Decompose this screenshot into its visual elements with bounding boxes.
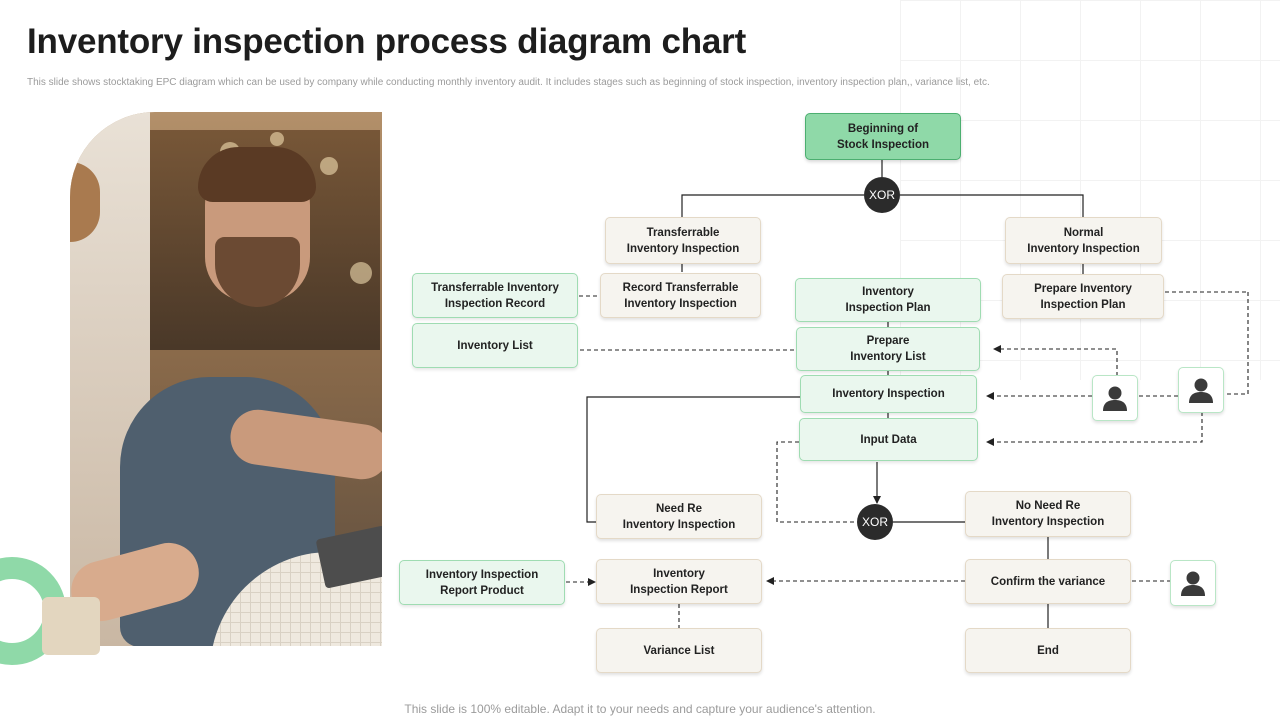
inventory-inspection-report-node: Inventory Inspection Report — [596, 559, 762, 604]
variance-list-node: Variance List — [596, 628, 762, 673]
beginning-of-stock-inspection-node: Beginning of Stock Inspection — [805, 113, 961, 160]
need-re-inventory-inspection-node: Need Re Inventory Inspection — [596, 494, 762, 539]
input-data-node: Input Data — [799, 418, 978, 461]
xor-gateway-top: XOR — [864, 177, 900, 213]
inventory-inspection-report-product-node: Inventory Inspection Report Product — [399, 560, 565, 605]
transferrable-inventory-inspection-node: Transferrable Inventory Inspection — [605, 217, 761, 264]
xor-gateway-bottom: XOR — [857, 504, 893, 540]
user-icon — [1189, 378, 1213, 403]
actor-user-3 — [1170, 560, 1216, 606]
no-need-re-inventory-inspection-node: No Need Re Inventory Inspection — [965, 491, 1131, 537]
inventory-inspection-node: Inventory Inspection — [800, 375, 977, 413]
inventory-inspection-plan-node: Inventory Inspection Plan — [795, 278, 981, 322]
actor-user-2 — [1178, 367, 1224, 413]
prepare-inventory-list-node: Prepare Inventory List — [796, 327, 980, 371]
background-grid — [900, 0, 1280, 380]
slide-footer: This slide is 100% editable. Adapt it to… — [404, 702, 876, 716]
transferrable-inventory-inspection-record-node: Transferrable Inventory Inspection Recor… — [412, 273, 578, 318]
confirm-the-variance-node: Confirm the variance — [965, 559, 1131, 604]
user-icon — [1181, 571, 1205, 596]
actor-user-1 — [1092, 375, 1138, 421]
decorative-square — [42, 597, 100, 655]
prepare-inventory-inspection-plan-node: Prepare Inventory Inspection Plan — [1002, 274, 1164, 319]
slide-title: Inventory inspection process diagram cha… — [27, 22, 747, 61]
slide-subtitle: This slide shows stocktaking EPC diagram… — [27, 77, 990, 88]
record-transferrable-inventory-inspection-node: Record Transferrable Inventory Inspectio… — [600, 273, 761, 318]
office-photo — [70, 112, 382, 646]
user-icon — [1103, 386, 1127, 411]
inventory-list-node: Inventory List — [412, 323, 578, 368]
end-node: End — [965, 628, 1131, 673]
normal-inventory-inspection-node: Normal Inventory Inspection — [1005, 217, 1162, 264]
